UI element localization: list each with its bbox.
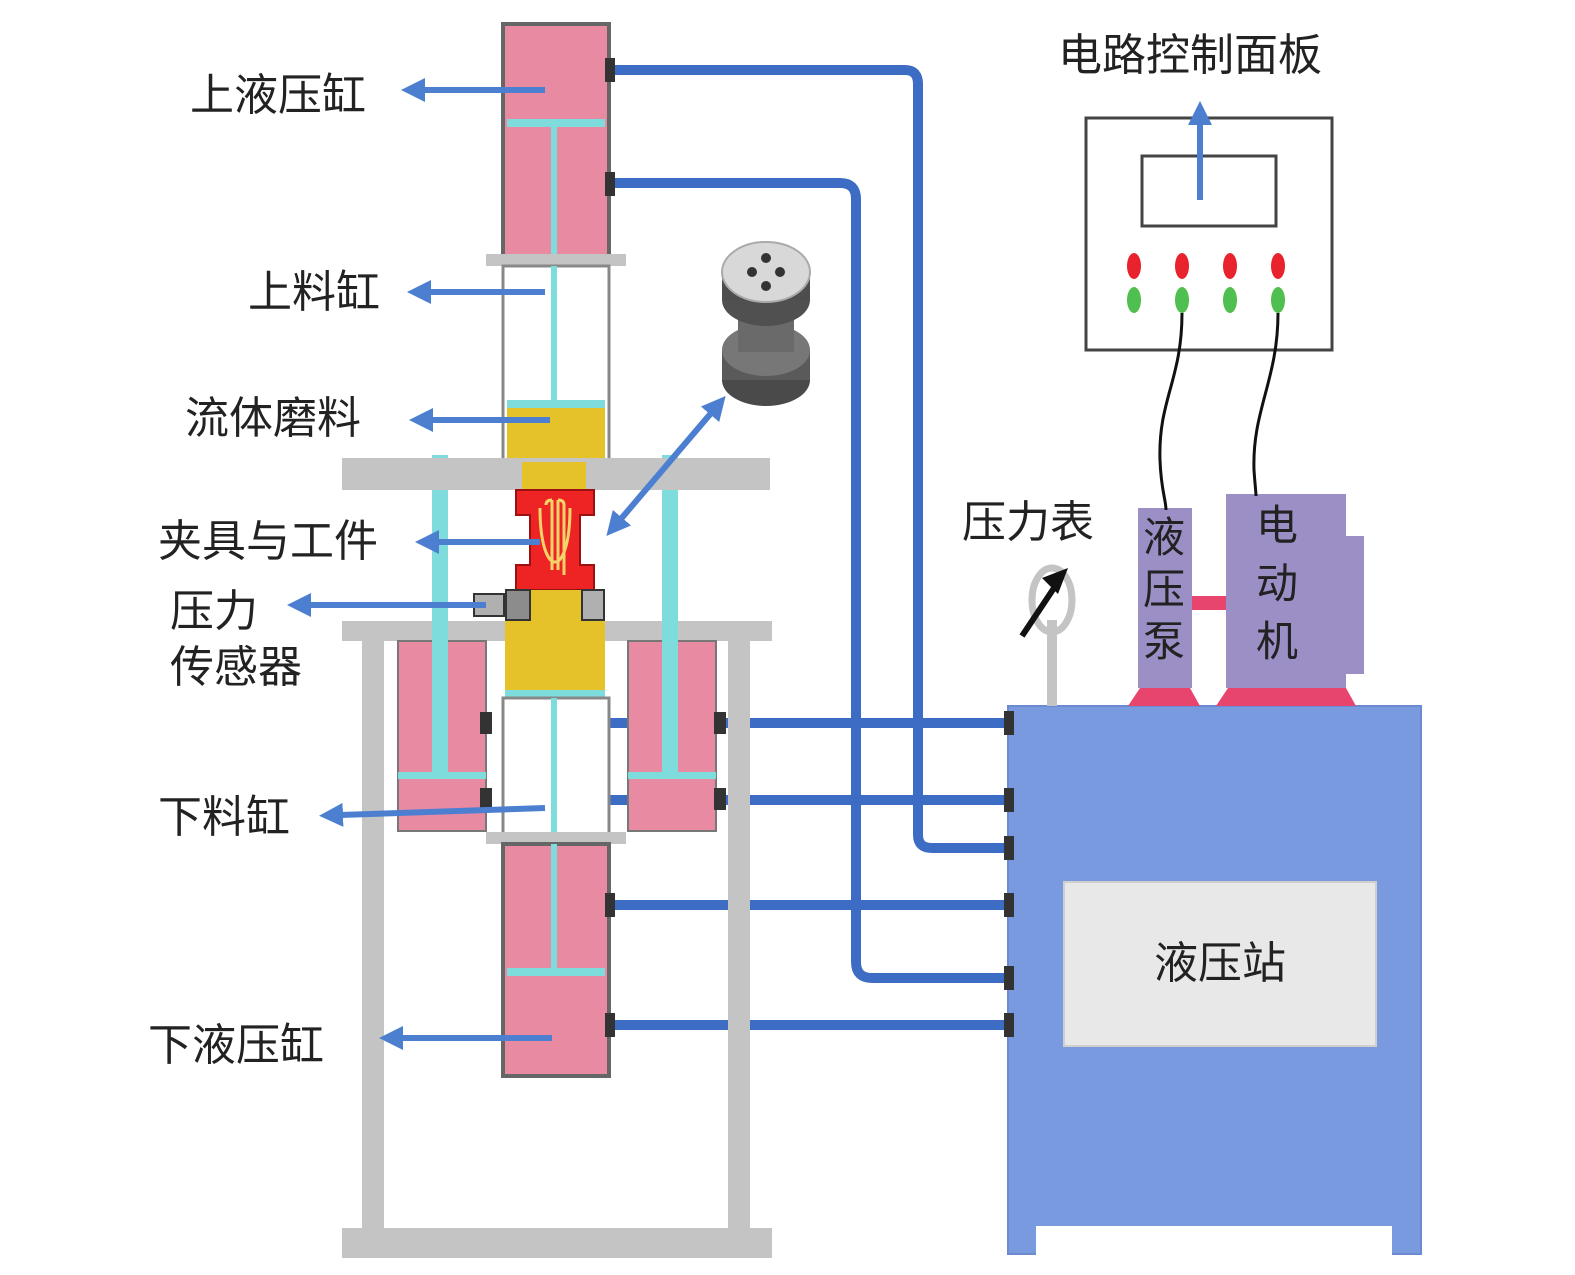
label-pressure-sensor-line2: 传感器 [170,642,302,693]
indicator-green-1 [1127,287,1141,313]
abrasive-upper-neck [522,462,586,492]
hydraulic-station [1004,705,1422,1256]
label-fluid-abrasive: 流体磨料 [185,393,361,444]
label-hydraulic-station: 液压站 [1154,938,1286,989]
label-pressure-sensor-line1: 压力 [170,586,258,637]
pressure-sensor [473,589,605,621]
hydraulic-pump [1128,508,1200,706]
indicator-red-3 [1223,253,1237,279]
frame-base-plate [342,1228,772,1258]
indicator-green-4 [1271,287,1285,313]
indicator-red-4 [1271,253,1285,279]
control-cables [1158,312,1280,511]
hydraulic-station-label-box [1063,881,1377,1047]
indicator-red-2 [1175,253,1189,279]
pump-motor-coupling [1192,596,1226,610]
pointer-arrows [287,78,1212,1050]
label-lower-hydraulic-cylinder: 下液压缸 [148,1020,324,1071]
indicator-red-1 [1127,253,1141,279]
electric-motor [1216,494,1364,706]
frame-leg-right [728,640,750,1232]
pipe-upper-cylinder-top [612,65,1012,853]
label-hydraulic-pump-char-2: 压 [1143,565,1185,614]
side-cylinder-left [397,455,492,832]
upper-hydraulic-cylinder [501,22,615,262]
label-hydraulic-pump-char-1: 液 [1143,513,1185,562]
label-circuit-control-panel: 电路控制面板 [1058,30,1322,81]
arrow-lower-material-cylinder [319,802,546,827]
pipe-upper-cylinder-bottom [612,178,1012,983]
indicator-green-3 [1223,287,1237,313]
workpiece-3d-view [721,241,811,406]
frame-leg-left [362,640,384,1232]
label-pressure-gauge: 压力表 [962,497,1094,548]
label-upper-hydraulic-cylinder: 上液压缸 [190,70,366,121]
upper-material-cylinder [501,264,611,464]
side-cylinder-right [627,455,726,832]
label-hydraulic-pump-char-3: 泵 [1143,617,1185,666]
label-lower-material-cylinder: 下料缸 [158,792,290,843]
label-upper-material-cylinder: 上料缸 [248,267,380,318]
arrow-workpiece-3d [606,396,726,536]
lower-material-cylinder [501,590,611,836]
indicator-green-2 [1175,287,1189,313]
lower-hydraulic-cylinder [501,842,615,1078]
pressure-gauge [1019,564,1076,706]
control-panel-display [1140,154,1278,228]
lower-crossbar [486,832,626,844]
label-motor-char-3: 机 [1256,617,1298,666]
label-motor-char-1: 电 [1256,501,1298,550]
label-fixture-workpiece: 夹具与工件 [158,516,378,567]
label-motor-char-2: 动 [1256,559,1298,608]
circuit-control-panel [1084,116,1334,352]
upper-crossbar [486,254,626,266]
